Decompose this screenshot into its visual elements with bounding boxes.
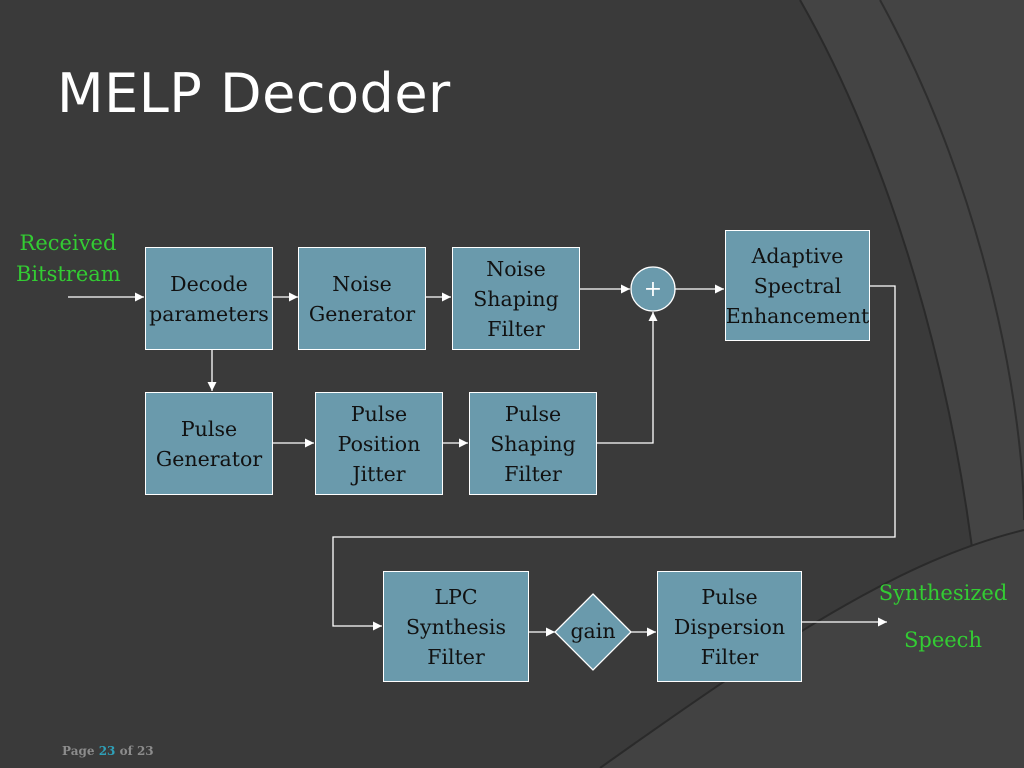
jitter-line3: Jitter bbox=[352, 461, 406, 486]
adaptive-line1: Adaptive bbox=[751, 243, 844, 268]
output-label-line1: Synthesized bbox=[878, 581, 1008, 605]
pulse-generator-block: Pulse Generator bbox=[145, 392, 273, 495]
noise-filter-line3: Filter bbox=[487, 316, 545, 341]
pulse-position-jitter-block: Pulse Position Jitter bbox=[315, 392, 443, 495]
pulse-filter-line2: Shaping bbox=[490, 431, 576, 456]
lpc-line2: Synthesis bbox=[406, 614, 506, 639]
input-label-line2: Bitstream bbox=[16, 262, 121, 286]
page-prefix: Page bbox=[62, 744, 95, 758]
noise-gen-line1: Noise bbox=[332, 271, 392, 296]
page-separator: of bbox=[119, 744, 133, 758]
decode-line1: Decode bbox=[170, 271, 248, 296]
arrow-pulse-filter-to-sum bbox=[597, 312, 658, 444]
lpc-line3: Filter bbox=[427, 644, 485, 669]
arrow-enhancement-to-lpc bbox=[332, 285, 896, 631]
pulse-dispersion-filter-block: Pulse Dispersion Filter bbox=[657, 571, 802, 682]
adaptive-spectral-enhancement-block: Adaptive Spectral Enhancement bbox=[725, 230, 870, 341]
pulse-filter-line3: Filter bbox=[504, 461, 562, 486]
output-label: Synthesized Speech bbox=[878, 578, 1008, 656]
noise-generator-block: Noise Generator bbox=[298, 247, 426, 350]
noise-shaping-filter-block: Noise Shaping Filter bbox=[452, 247, 580, 350]
decode-parameters-block: Decode parameters bbox=[145, 247, 273, 350]
page-current: 23 bbox=[98, 744, 116, 758]
input-label-line1: Received bbox=[19, 231, 117, 255]
noise-gen-line2: Generator bbox=[308, 301, 416, 326]
jitter-line1: Pulse bbox=[350, 401, 408, 426]
noise-filter-line1: Noise bbox=[486, 256, 546, 281]
input-label: Received Bitstream bbox=[16, 228, 121, 290]
adaptive-line3: Enhancement bbox=[725, 303, 870, 328]
pulse-gen-line1: Pulse bbox=[180, 416, 238, 441]
gain-label: gain bbox=[570, 619, 616, 643]
lpc-line1: LPC bbox=[434, 584, 478, 609]
output-label-line2: Speech bbox=[904, 628, 982, 652]
dispersion-line3: Filter bbox=[700, 644, 759, 669]
sum-node bbox=[630, 266, 676, 312]
dispersion-line1: Pulse bbox=[701, 584, 758, 609]
decode-line2: parameters bbox=[149, 301, 269, 326]
noise-filter-line2: Shaping bbox=[473, 286, 559, 311]
pulse-gen-line2: Generator bbox=[155, 446, 263, 471]
gain-node bbox=[554, 593, 632, 671]
page-total: 23 bbox=[136, 744, 154, 758]
pulse-shaping-filter-block: Pulse Shaping Filter bbox=[469, 392, 597, 495]
sum-symbol: + bbox=[643, 276, 663, 302]
pulse-filter-line1: Pulse bbox=[504, 401, 562, 426]
adaptive-line2: Spectral bbox=[753, 273, 842, 298]
dispersion-line2: Dispersion bbox=[673, 614, 786, 639]
lpc-synthesis-filter-block: LPC Synthesis Filter bbox=[383, 571, 529, 682]
jitter-line2: Position bbox=[337, 431, 421, 456]
page-indicator: Page 23 of 23 bbox=[62, 744, 154, 758]
slide-title: MELP Decoder bbox=[57, 62, 451, 125]
